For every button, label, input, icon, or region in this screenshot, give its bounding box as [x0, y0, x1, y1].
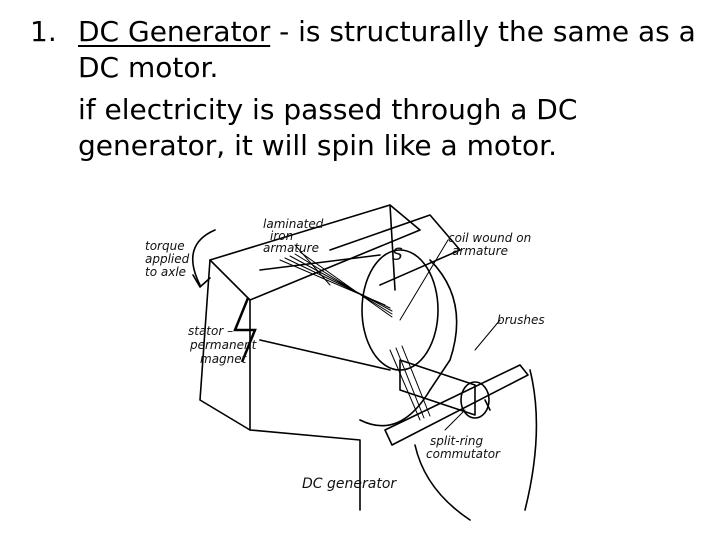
label-s-pole: S	[392, 245, 403, 265]
leader-coil	[399, 239, 449, 321]
n-pole-mark	[233, 297, 257, 363]
coil-wires	[389, 345, 431, 421]
output-lead	[414, 444, 471, 521]
label-torque: torque applied to axle	[145, 239, 193, 279]
axle	[484, 399, 491, 411]
brush-bar	[384, 364, 529, 446]
label-coil: coil wound on armature	[448, 231, 535, 258]
leader-commutator	[444, 409, 466, 431]
bullet-item-1: 1. DC Generator - is structurally the sa…	[30, 14, 700, 86]
item-description: - is structurally the same as a DC motor…	[78, 15, 696, 84]
laminations	[279, 251, 393, 318]
commutator-body	[399, 359, 476, 416]
leader-armature	[294, 244, 331, 286]
armature-cylinder	[361, 249, 439, 371]
leader-brushes	[474, 319, 501, 351]
slide-text: 1. DC Generator - is structurally the sa…	[30, 14, 700, 164]
label-commutator: split-ring commutator	[426, 434, 501, 461]
item-number: 1.	[30, 15, 57, 48]
torque-arrow	[191, 229, 216, 286]
label-brushes: brushes	[497, 313, 545, 327]
item-paragraph: if electricity is passed through a DC ge…	[78, 93, 578, 162]
label-stator: stator – permanent magnet	[188, 324, 260, 366]
dc-generator-diagram: laminated iron armature torque applied t…	[145, 204, 545, 521]
item-title: DC Generator	[78, 15, 271, 48]
stator-housing	[209, 204, 421, 301]
diagram-caption: DC generator	[302, 476, 397, 492]
label-armature: laminated iron armature	[263, 217, 327, 255]
s-pole-shape	[329, 214, 461, 286]
